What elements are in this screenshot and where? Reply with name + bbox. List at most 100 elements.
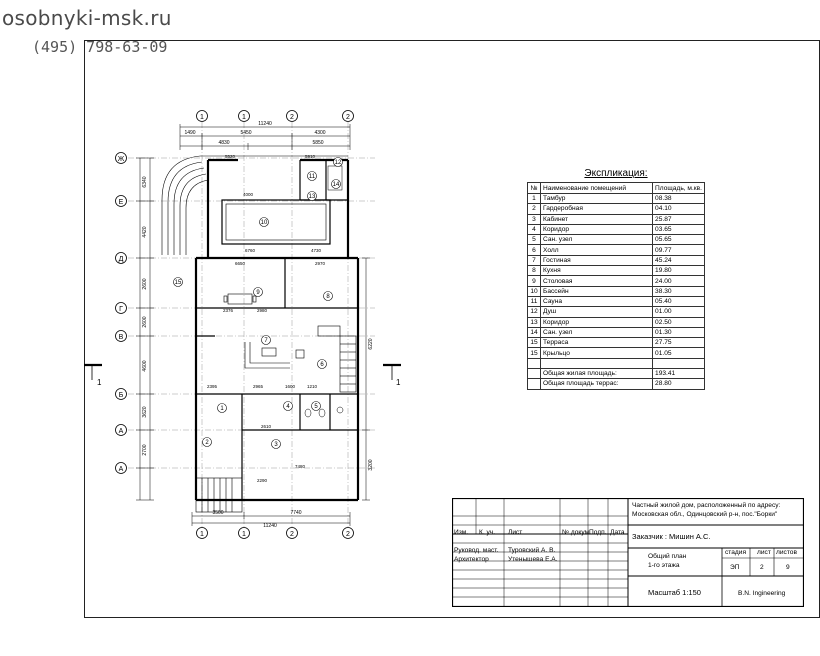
dim-inner-12: 4000 bbox=[243, 192, 254, 197]
room-4: 4 bbox=[286, 404, 290, 410]
dim-inner-15: 2376 bbox=[223, 308, 234, 313]
header-name: Наименование помещений bbox=[539, 182, 654, 194]
dim-left-7: 2700 bbox=[142, 444, 148, 455]
axis-top-1: 1 bbox=[200, 114, 204, 121]
total-terrace-label: Общая площадь террас: bbox=[539, 378, 654, 390]
dim-inner-6: 1210 bbox=[307, 384, 318, 389]
dim-inner-5: 1600 bbox=[285, 384, 296, 389]
axis-left-e: Е bbox=[119, 199, 124, 206]
dim-top-2: 5450 bbox=[240, 130, 251, 136]
axis-top-1a: 1 bbox=[242, 114, 246, 121]
interior-walls bbox=[196, 160, 358, 500]
dim-inner-16: 2980 bbox=[257, 308, 268, 313]
col-podp: Подп. bbox=[589, 529, 607, 536]
dim-top-row2-1: 4830 bbox=[218, 140, 229, 146]
axis-left-zh: Ж bbox=[118, 156, 125, 163]
staircase bbox=[317, 325, 357, 393]
porch-steps bbox=[195, 477, 243, 513]
name-head: Туровский А. В. bbox=[508, 547, 556, 554]
dining-table bbox=[223, 293, 257, 305]
room-10: 10 bbox=[261, 220, 268, 226]
axis-left-b: Б bbox=[119, 392, 124, 399]
project-address: Московская обл., Одинцовский р-н, пос."Б… bbox=[632, 511, 778, 518]
section-marks: 1 1 bbox=[84, 363, 401, 387]
dim-left-4: 2600 bbox=[142, 316, 148, 327]
dim-top-1: 1490 bbox=[184, 130, 195, 136]
name-architect: Утенышева Е.А. bbox=[508, 556, 558, 563]
total-living-label: Общая жилая площадь: bbox=[539, 368, 654, 380]
exterior-walls bbox=[194, 158, 360, 502]
dim-inner-4: 2965 bbox=[253, 384, 264, 389]
explication-panel: Экспликация: № Наименование помещений Пл… bbox=[527, 168, 705, 390]
axis-top-2a: 2 bbox=[346, 114, 350, 121]
dim-inner-11: 5910 bbox=[305, 154, 316, 159]
dim-top-row2-2: 5850 bbox=[312, 140, 323, 146]
room-15: 15 bbox=[175, 280, 182, 286]
sheet-title-1: Общий план bbox=[648, 553, 687, 560]
section-label-left: 1 bbox=[97, 378, 102, 387]
role-architect: Архитектор bbox=[454, 556, 489, 563]
dim-right-2: 3200 bbox=[368, 459, 374, 470]
axis-left-v: В bbox=[119, 334, 124, 341]
explication-table: № Наименование помещений Площадь, м.кв. … bbox=[527, 182, 705, 390]
room-1: 1 bbox=[220, 406, 224, 412]
stage-label: стадия bbox=[725, 549, 747, 556]
axis-bubbles-bottom: 1 1 2 2 bbox=[196, 527, 354, 539]
role-head: Руковод. маст. bbox=[454, 547, 499, 554]
dim-bottom-total: 11240 bbox=[263, 523, 277, 529]
col-izm: Изм. bbox=[454, 529, 469, 536]
axis-bottom-2a: 2 bbox=[346, 531, 350, 538]
dim-inner-2: 2970 bbox=[315, 261, 326, 266]
room-7: 7 bbox=[264, 338, 268, 344]
room-markers: 1 2 3 4 5 6 7 8 9 10 11 12 13 14 15 bbox=[173, 157, 343, 449]
axis-bubbles-top: 1 1 2 2 bbox=[196, 110, 354, 122]
dim-left-6: 3620 bbox=[142, 406, 148, 417]
dim-inner-7: 2610 bbox=[261, 424, 272, 429]
sheet-value: 2 bbox=[760, 564, 764, 571]
col-list: Лист bbox=[508, 529, 523, 536]
site-watermark: osobnyki-msk.ru bbox=[2, 6, 172, 30]
pool bbox=[221, 199, 331, 245]
total-living-value: 193.41 bbox=[652, 368, 705, 380]
room-14: 14 bbox=[333, 182, 340, 188]
phone-watermark: (495) 798-63-09 bbox=[32, 38, 168, 56]
axis-left-a1: А bbox=[119, 428, 124, 435]
dim-left-3: 2600 bbox=[142, 278, 148, 289]
room-12: 12 bbox=[335, 160, 342, 166]
col-doc: № докум. bbox=[562, 529, 591, 536]
axis-left-a: А bbox=[119, 466, 124, 473]
axis-bottom-1a: 1 bbox=[242, 531, 246, 538]
total-terrace-row: Общая площадь террас:28.80 bbox=[527, 378, 705, 390]
room-13: 13 bbox=[309, 194, 316, 200]
dim-top-3: 4300 bbox=[314, 130, 325, 136]
room-3: 3 bbox=[274, 442, 278, 448]
room-8: 8 bbox=[326, 294, 330, 300]
table-header-row: № Наименование помещений Площадь, м.кв. bbox=[527, 182, 705, 194]
dim-inner-8: 7480 bbox=[295, 464, 306, 469]
room-11: 11 bbox=[309, 174, 316, 180]
terrace-curved-steps bbox=[161, 155, 348, 255]
total-terrace-value: 28.80 bbox=[652, 378, 705, 390]
stage-value: ЭП bbox=[730, 564, 740, 571]
room-5: 5 bbox=[314, 404, 318, 410]
axis-left-g: Г bbox=[119, 306, 123, 313]
title-block: Изм. К. уч. Лист № докум. Подп. Дата Рук… bbox=[452, 498, 804, 607]
dim-inner-3: 2395 bbox=[207, 384, 218, 389]
header-num: № bbox=[527, 182, 541, 194]
dim-inner-1: 6650 bbox=[235, 261, 246, 266]
dim-left-1: 6340 bbox=[142, 176, 148, 187]
axis-left-d: Д bbox=[119, 256, 124, 263]
dim-left-2: 4420 bbox=[142, 226, 148, 237]
